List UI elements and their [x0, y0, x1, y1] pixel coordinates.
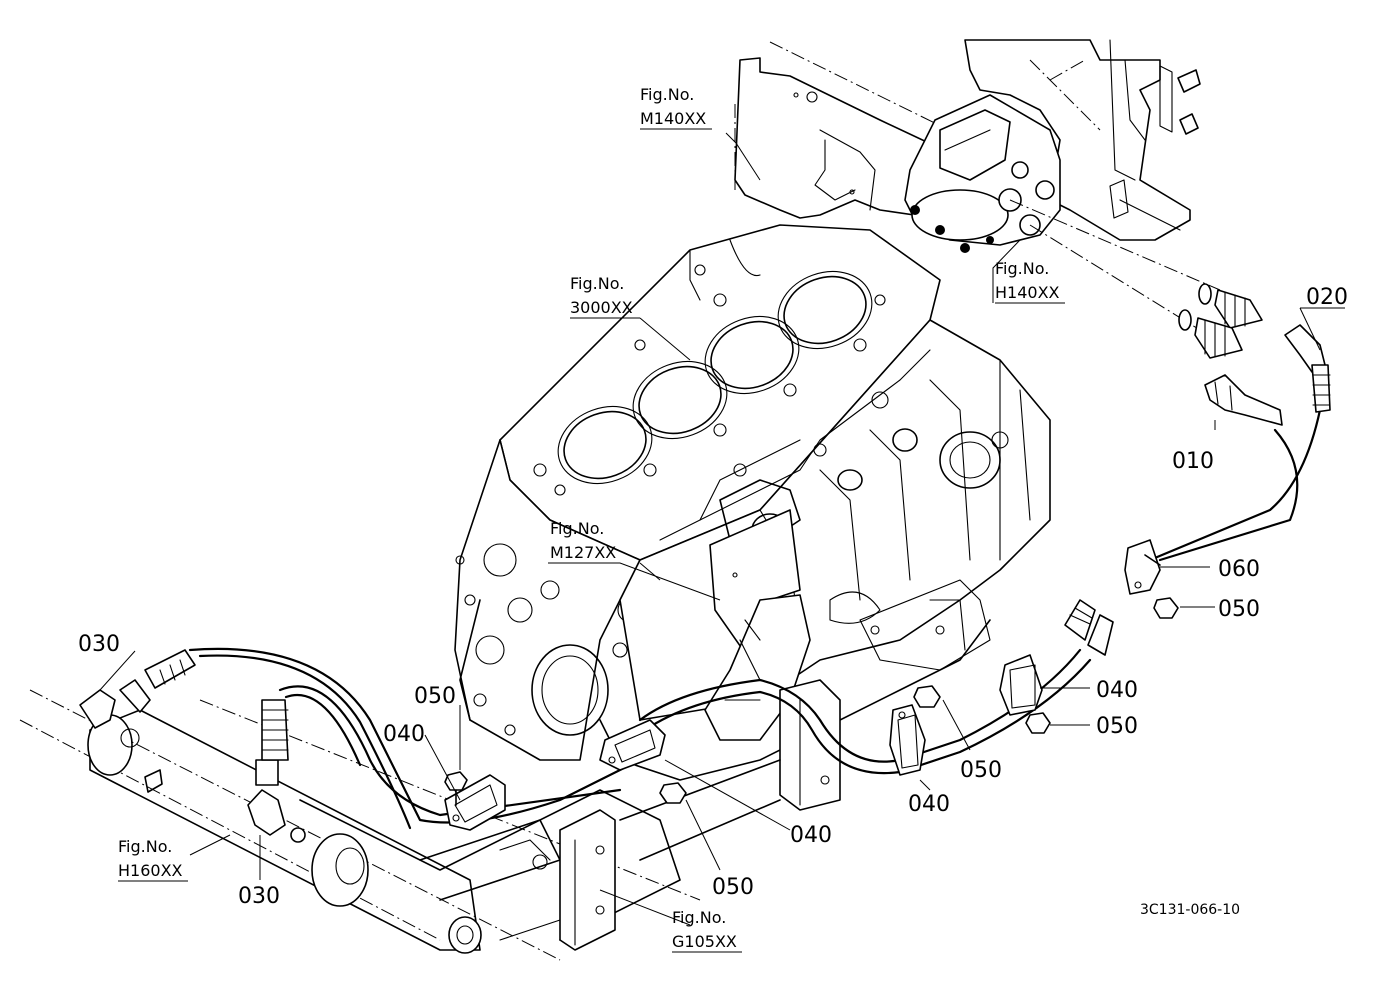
figref-g105: Fig.No. G105XX — [672, 908, 742, 953]
figref-m127-line1: Fig.No. — [550, 519, 604, 538]
callout-040-d: 040 — [790, 823, 832, 848]
clamp-040-middle — [889, 704, 926, 776]
clamp-040-left — [444, 774, 506, 831]
callout-020: 020 — [1306, 285, 1348, 310]
figref-m127: Fig.No. M127XX — [550, 519, 616, 562]
clamp-040-right — [999, 654, 1043, 716]
callout-050-c: 050 — [960, 758, 1002, 783]
fitting-mid-right — [1064, 599, 1114, 656]
clamp-060 — [1124, 539, 1161, 595]
fittings-upper — [1178, 283, 1331, 426]
figref-g105-line1: Fig.No. — [672, 908, 726, 927]
bolt-050-a — [1153, 597, 1179, 619]
callout-050-d: 050 — [414, 684, 456, 709]
callout-050-e: 050 — [712, 875, 754, 900]
callout-040-b: 040 — [908, 792, 950, 817]
bolt-050-b — [1025, 712, 1051, 734]
callout-050-a: 050 — [1218, 597, 1260, 622]
figref-3000-line1: Fig.No. — [570, 274, 624, 293]
steering-unit — [904, 94, 1221, 331]
fitting-030-lower — [247, 699, 306, 843]
figref-3000-line2: 3000XX — [570, 298, 633, 317]
upper-right-bracket — [964, 39, 1201, 241]
front-frame — [19, 679, 841, 961]
figref-h140: Fig.No. H140XX — [995, 259, 1065, 304]
hose-upper-right — [1148, 408, 1322, 562]
figref-h160-line1: Fig.No. — [118, 837, 172, 856]
callout-040-c: 040 — [383, 722, 425, 747]
figref-m140-line2: M140XX — [640, 109, 706, 128]
callout-060: 060 — [1218, 557, 1260, 582]
figref-g105-line2: G105XX — [672, 932, 737, 951]
figref-m140: Fig.No. M140XX — [640, 85, 712, 130]
bolt-050-e — [659, 782, 687, 804]
callout-030-a: 030 — [78, 632, 120, 657]
callout-050-b: 050 — [1096, 714, 1138, 739]
figref-h160: Fig.No. H160XX — [118, 837, 188, 882]
callout-010: 010 — [1172, 449, 1214, 474]
figref-h160-line2: H160XX — [118, 861, 183, 880]
figref-m127-line2: M127XX — [550, 543, 616, 562]
clamp-040-center — [599, 719, 666, 771]
leader-lines — [99, 132, 1345, 926]
figref-m140-line1: Fig.No. — [640, 85, 694, 104]
fitting-030-upper — [79, 649, 196, 729]
figref-h140-line1: Fig.No. — [995, 259, 1049, 278]
figref-h140-line2: H140XX — [995, 283, 1060, 302]
callout-040-a: 040 — [1096, 678, 1138, 703]
bolt-050-c — [913, 685, 941, 708]
figref-3000: Fig.No. 3000XX — [570, 274, 633, 317]
drawing-code: 3C131-066-10 — [1140, 902, 1240, 918]
callout-030-b: 030 — [238, 884, 280, 909]
